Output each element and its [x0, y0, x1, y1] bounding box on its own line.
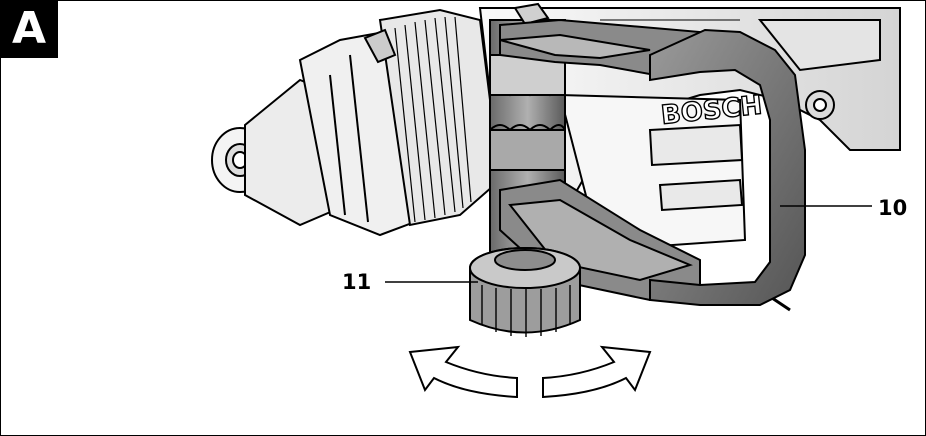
- figure-label: A: [0, 0, 58, 58]
- rotation-nut: [469, 247, 581, 337]
- handle: [649, 28, 806, 306]
- callout-10: 10: [878, 196, 908, 220]
- clamp-column: [489, 2, 566, 271]
- rotate-right-arrow-icon: [542, 345, 652, 399]
- callout-11: 11: [342, 270, 372, 294]
- rotate-left-arrow-icon: [408, 345, 518, 399]
- chuck: [211, 8, 502, 237]
